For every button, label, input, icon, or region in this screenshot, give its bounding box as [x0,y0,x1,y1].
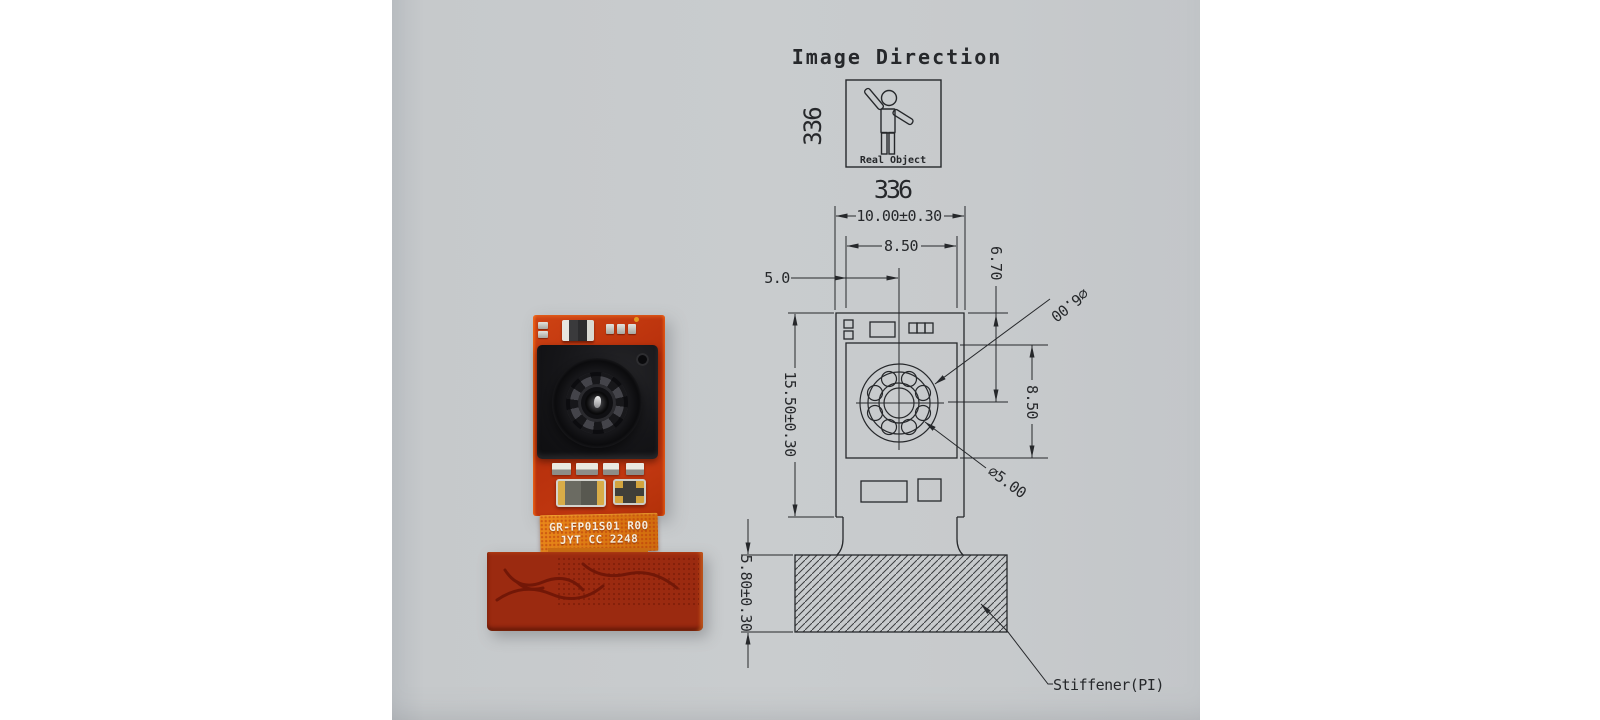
solder-pad [603,463,619,475]
leader-stiffener [980,603,1053,685]
dim-overall-width: 10.00±0.30 [856,207,942,225]
solder-pad [538,322,548,329]
lens-centerlines [856,268,1008,450]
stiffener-callout-label: Stiffener(PI) [1053,676,1164,694]
leader-lens-outer [934,298,1051,385]
gold-via [634,317,639,322]
real-object-label: Real Object [860,154,926,166]
dim-lens-center-from-top: 6.70 [987,246,1005,281]
real-object-box [845,79,942,168]
solder-pad [628,324,636,334]
module-outline [835,312,965,556]
solder-pad [626,463,644,475]
label-336-side: 336 [799,108,827,146]
dim-inner-height: 8.50 [1023,385,1041,420]
sensor-area-outline [845,342,958,459]
drawing-title: Image Direction [792,45,1003,69]
solder-pad [606,324,614,334]
solder-pad [617,324,625,334]
capacitor-component [562,320,594,341]
solder-pad [552,463,571,475]
label-336-bottom: 336 [874,175,912,204]
dim-lens-outer-diameter: ⌀6.00 [1047,285,1092,326]
stiffener-trace-texture [495,556,699,608]
crystal-component [556,479,606,507]
stiffener-hatched [794,554,1008,633]
dim-inner-width: 8.50 [884,237,919,255]
dimension-lines [741,206,1053,685]
person-icon [863,87,914,155]
housing-mark-circle [636,353,649,366]
solder-pad [576,463,598,475]
stiffener-photo [487,552,703,631]
solder-pad [538,331,548,338]
driver-ic-component [613,479,646,505]
leader-lens-inner [924,421,987,469]
dim-overall-height: 15.50±0.30 [781,371,799,457]
dim-stiffener-thickness: 5.80±0.30 [737,555,755,632]
dim-lens-inner-diameter: ⌀5.00 [984,462,1029,502]
dim-lens-offset-x: 5.0 [764,269,790,287]
